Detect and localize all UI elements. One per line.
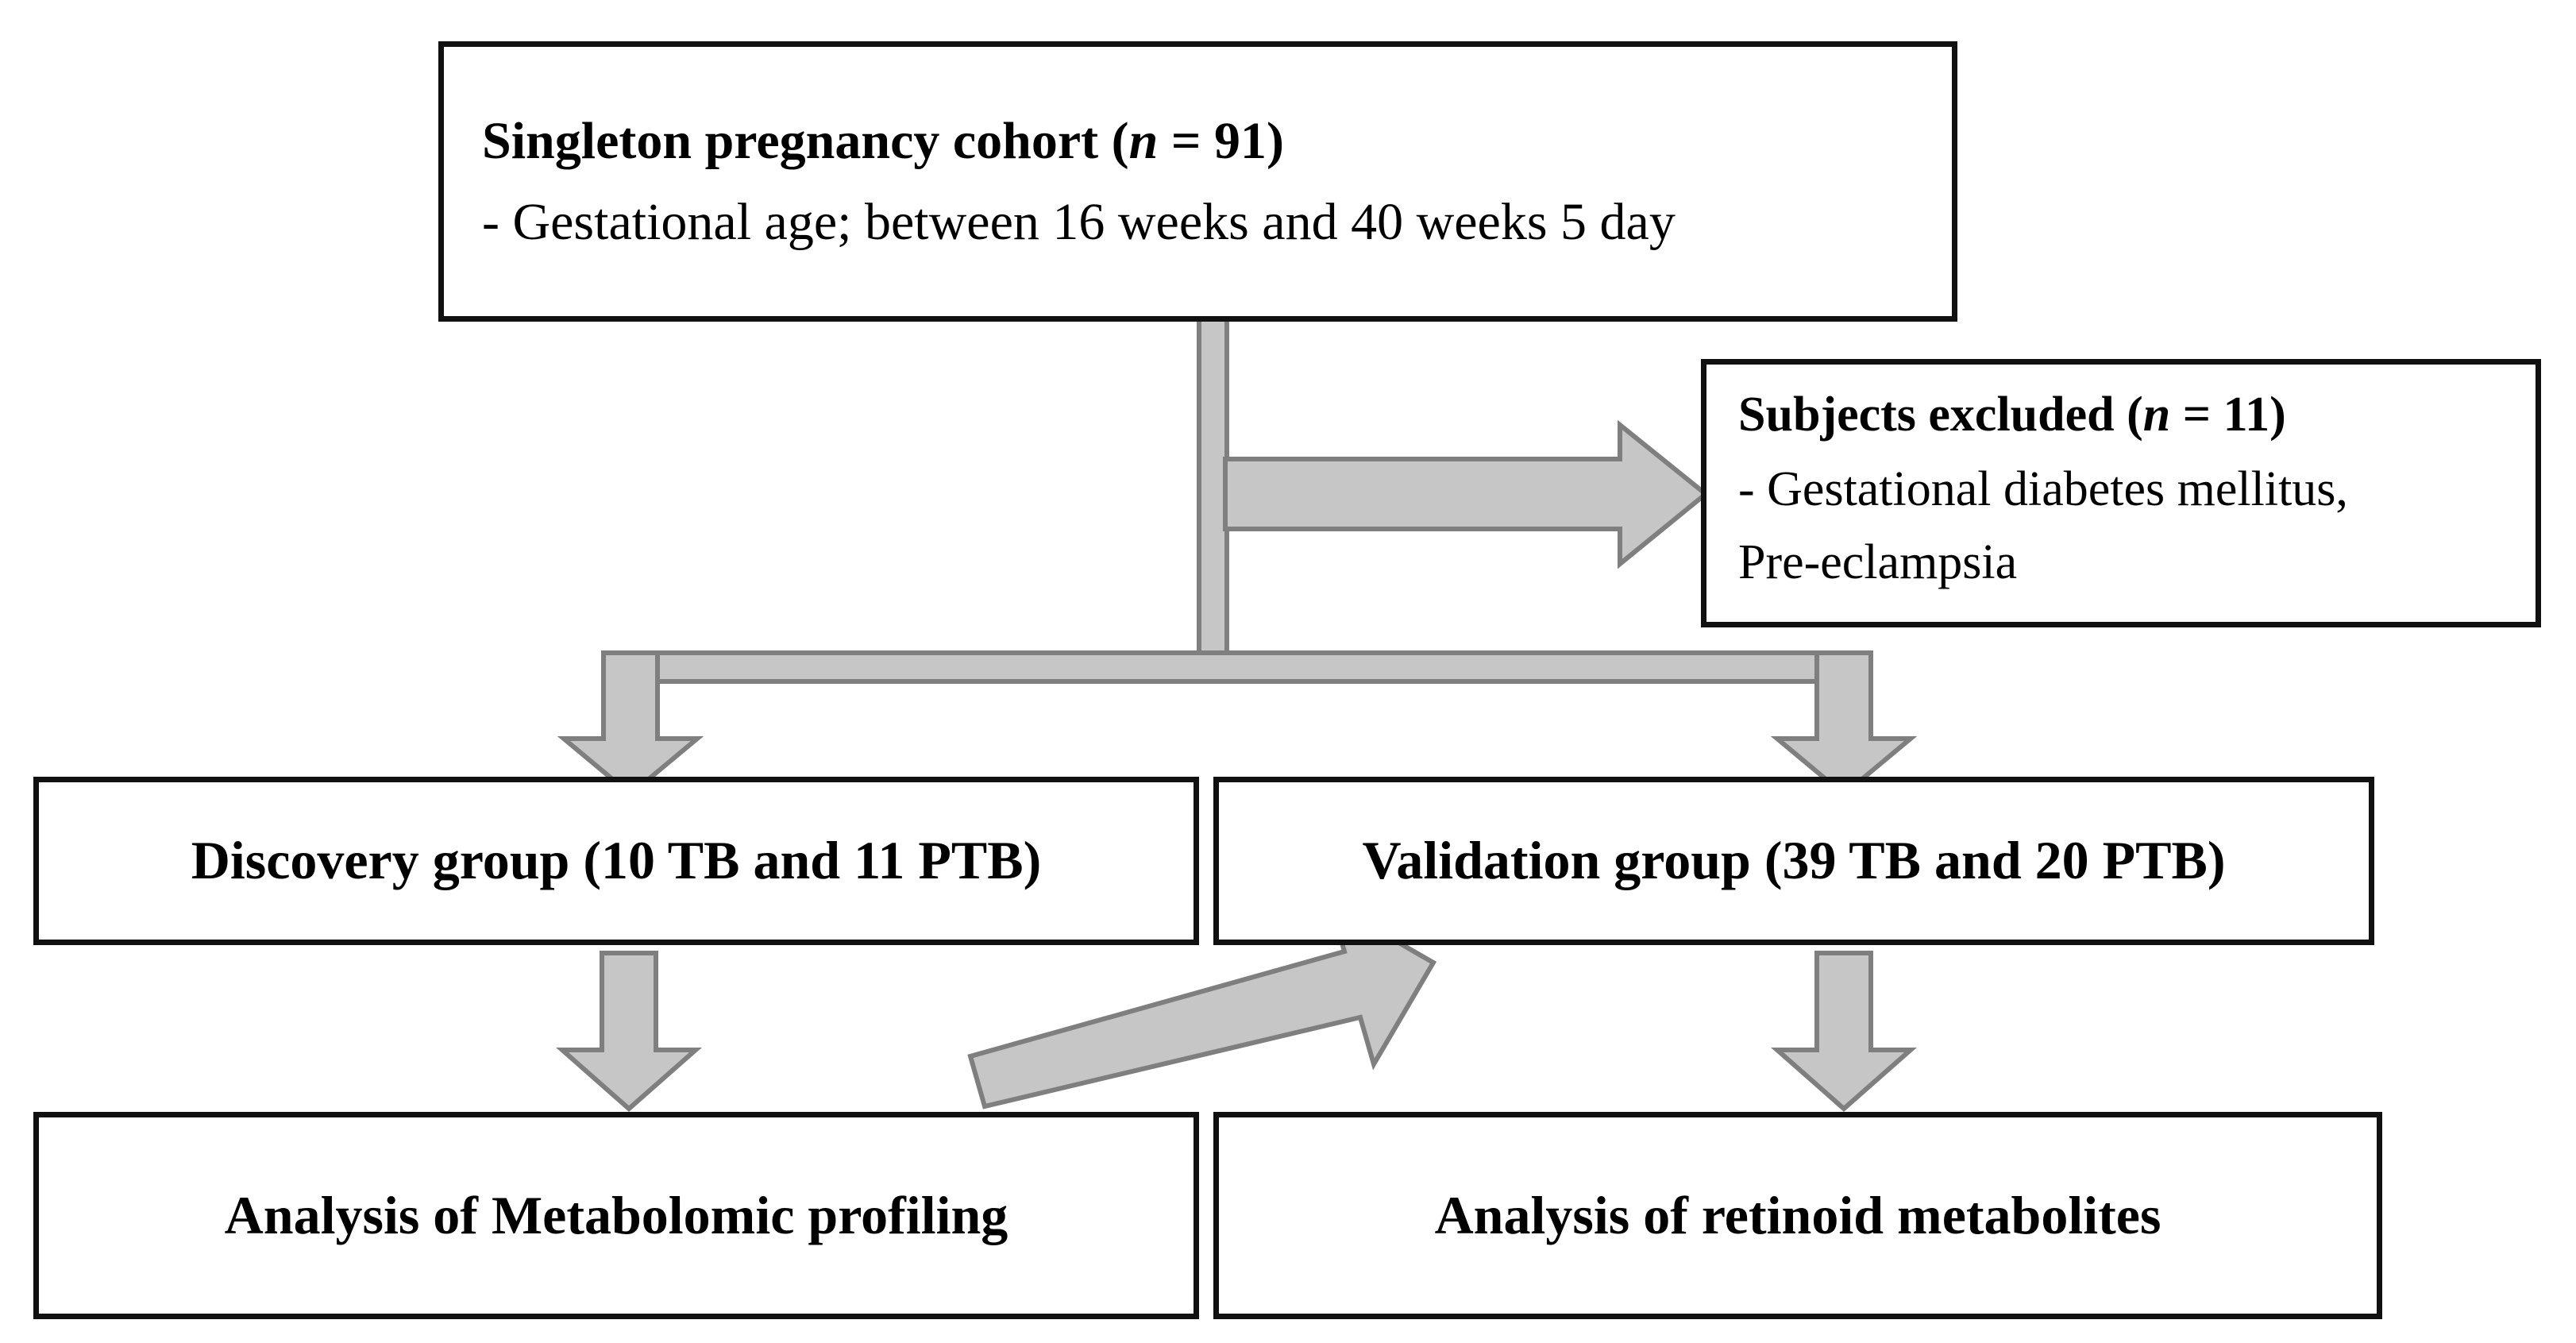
metabolomic-analysis-label: Analysis of Metabolomic profiling bbox=[224, 1184, 1008, 1245]
cohort-to-split-trunk bbox=[1197, 315, 1229, 684]
validation-to-retinoid-arrow bbox=[1771, 951, 1917, 1112]
node-subjects-excluded[interactable]: Subjects excluded (n = 11) - Gestational… bbox=[1701, 359, 2541, 627]
cohort-heading: Singleton pregnancy cohort (n = 91) bbox=[482, 106, 1952, 176]
node-validation-group[interactable]: Validation group (39 TB and 20 PTB) bbox=[1213, 777, 2374, 945]
excluded-heading-italic-n: n bbox=[2142, 388, 2171, 442]
split-to-discovery-arrow bbox=[557, 650, 704, 797]
excluded-detail-line-1: - Gestational diabetes mellitus, bbox=[1738, 462, 2348, 517]
excluded-heading-suffix: = 11) bbox=[2170, 388, 2286, 442]
cohort-heading-prefix: Singleton pregnancy cohort ( bbox=[482, 112, 1129, 171]
retinoid-analysis-label: Analysis of retinoid metabolites bbox=[1434, 1184, 2161, 1245]
node-analysis-retinoid-metabolites[interactable]: Analysis of retinoid metabolites bbox=[1213, 1112, 2382, 1319]
excluded-heading-prefix: Subjects excluded ( bbox=[1738, 388, 2143, 442]
excluded-heading: Subjects excluded (n = 11) bbox=[1738, 383, 2536, 448]
cohort-to-excluded-arrow bbox=[1223, 419, 1710, 569]
node-analysis-metabolomic-profiling[interactable]: Analysis of Metabolomic profiling bbox=[33, 1112, 1199, 1319]
excluded-detail-line-2: Pre-eclampsia bbox=[1738, 534, 2018, 589]
node-singleton-pregnancy-cohort[interactable]: Singleton pregnancy cohort (n = 91) - Ge… bbox=[438, 41, 1957, 322]
split-bar bbox=[613, 650, 1849, 684]
cohort-detail: - Gestational age; between 16 weeks and … bbox=[482, 192, 1676, 251]
discovery-to-metabolomic-arrow bbox=[556, 951, 702, 1112]
cohort-heading-italic-n: n bbox=[1128, 112, 1159, 171]
node-discovery-group[interactable]: Discovery group (10 TB and 11 PTB) bbox=[33, 777, 1199, 945]
cohort-heading-suffix: = 91) bbox=[1158, 112, 1284, 171]
split-to-validation-arrow bbox=[1770, 650, 1918, 797]
discovery-group-label: Discovery group (10 TB and 11 PTB) bbox=[191, 830, 1042, 891]
validation-group-label: Validation group (39 TB and 20 PTB) bbox=[1362, 830, 2226, 891]
